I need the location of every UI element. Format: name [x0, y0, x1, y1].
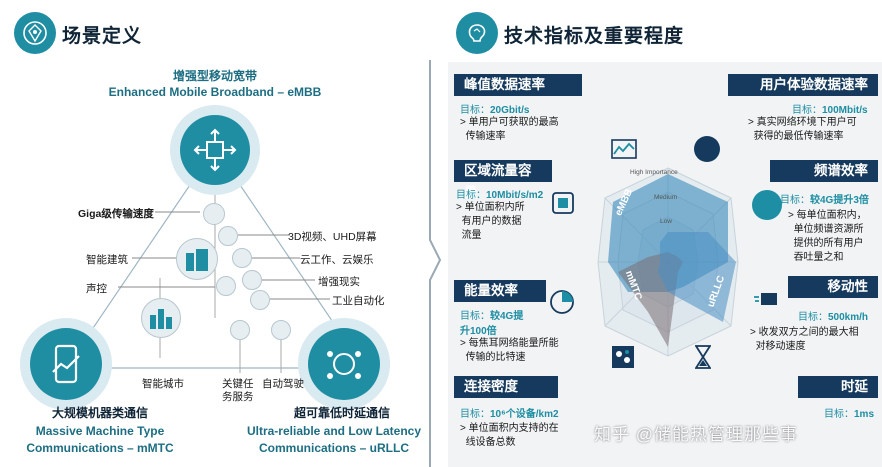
mobility-desc: > 收发双方之间的最大相 对移动速度 — [750, 327, 859, 352]
mobility-icon — [752, 288, 780, 312]
giga-label: Giga级传输速度 — [78, 208, 154, 220]
urllc-title-en-1: Ultra-reliable and Low Latency — [246, 424, 422, 438]
city-icon — [141, 298, 181, 338]
pie-chart-icon — [548, 288, 576, 316]
mission-label-1: 关键任 — [222, 378, 254, 390]
ux-rate-target: 目标：100Mbit/s — [792, 105, 868, 116]
line-chart-icon — [610, 138, 638, 160]
brain-icon — [14, 12, 56, 54]
metrics-panel: High Importance Medium Low eMBB mMTC uRL… — [448, 62, 882, 467]
video-icon — [218, 226, 238, 246]
metrics-title: 技术指标及重要程度 — [504, 26, 685, 47]
importance-radar — [597, 167, 739, 357]
user-icon — [694, 136, 720, 162]
voice-icon — [216, 276, 236, 296]
globe-network-icon — [308, 328, 380, 400]
area-traffic-title: 区域流量容量 — [454, 160, 552, 200]
city-label: 智能城市 — [142, 378, 184, 390]
cloud-label: 云工作、云娱乐 — [300, 254, 374, 266]
database-icon — [203, 203, 225, 225]
spectrum-efficiency-target: 目标：较4G提升3倍 — [780, 195, 869, 206]
ar-label: 增强现实 — [318, 276, 360, 288]
radar-low-label: Low — [660, 218, 672, 225]
radar-medium-label: Medium — [654, 194, 678, 201]
ux-rate-title: 用户体验数据速率 — [728, 74, 878, 96]
urllc-area — [658, 232, 736, 322]
mobility-target: 目标：500km/h — [798, 312, 869, 323]
mmtc-title-en-2: Communications – mMTC — [26, 441, 174, 455]
phone-icon — [30, 328, 102, 400]
ar-icon — [242, 270, 262, 290]
urllc-title-en-2: Communications – uRLLC — [258, 441, 409, 455]
separator-chevron — [429, 60, 442, 467]
watermark: 知乎 @储能热管理那些事 — [594, 425, 798, 444]
energy-efficiency-desc: > 每焦耳网络能量所能 传输的比特速 — [460, 338, 559, 363]
building-icon — [176, 238, 218, 280]
cloud-icon — [232, 248, 252, 268]
scenario-diagram: 增强型移动宽带 Enhanced Mobile Broadband – eMBB… — [0, 68, 430, 467]
energy-efficiency-title: 能量效率 — [454, 280, 546, 302]
connection-density-icon — [610, 344, 636, 370]
peak-rate-title: 峰值数据速率 — [454, 74, 582, 96]
industry-label: 工业自动化 — [332, 295, 385, 307]
energy-efficiency-target: 目标：较4G提升100倍 — [460, 311, 524, 337]
connection-density-desc: > 单位面积内支持的在 线设备总数 — [460, 423, 559, 448]
mmtc-title-cn: 大规模机器类通信 — [51, 406, 148, 420]
ux-rate-desc: > 真实网络环境下用户可 获得的最低传输速率 — [748, 117, 857, 142]
embb-title-en: Enhanced Mobile Broadband – eMBB — [108, 85, 322, 99]
mobility-title: 移动性 — [788, 276, 878, 298]
video-label: 3D视频、UHD屏幕 — [288, 231, 377, 243]
voice-label: 声控 — [86, 283, 107, 295]
car-icon — [271, 320, 291, 340]
spectrum-efficiency-title: 频谱效率 — [770, 160, 878, 182]
latency-target: 目标：1ms — [824, 409, 875, 420]
driving-label: 自动驾驶 — [262, 378, 304, 390]
area-traffic-desc: > 单位面积内所 有用户的数据 流量 — [456, 202, 525, 241]
radar-high-label: High Importance — [630, 169, 678, 176]
mission-label-2: 务服务 — [222, 391, 254, 403]
area-traffic-target: 目标：10Mbit/s/m2 — [456, 190, 544, 201]
brain-icon — [456, 12, 498, 54]
connection-density-title: 连接密度 — [454, 376, 558, 398]
mission-icon — [230, 320, 250, 340]
urllc-title-cn: 超可靠低时延通信 — [293, 406, 390, 420]
arrows-network-icon — [180, 115, 250, 185]
spectrum-efficiency-desc: > 每单位面积内， 单位频谱资源所 提供的所有用户 吞吐量之和 — [788, 210, 867, 263]
gear-icon — [250, 290, 270, 310]
embb-title-cn: 增强型移动宽带 — [172, 69, 257, 83]
peak-rate-target: 目标：20Gbit/s — [460, 105, 530, 116]
peak-rate-desc: > 单用户可获取的最高 传输速率 — [460, 117, 559, 142]
spectrum-icon — [752, 190, 782, 220]
mmtc-title-en-1: Massive Machine Type — [35, 424, 165, 438]
scenario-title: 场景定义 — [62, 26, 143, 47]
building-label: 智能建筑 — [86, 254, 128, 266]
connection-density-target: 目标：10⁶个设备/km2 — [460, 409, 559, 420]
area-traffic-icon — [550, 190, 576, 216]
latency-title: 时延 — [798, 376, 878, 398]
hourglass-icon — [692, 344, 714, 370]
